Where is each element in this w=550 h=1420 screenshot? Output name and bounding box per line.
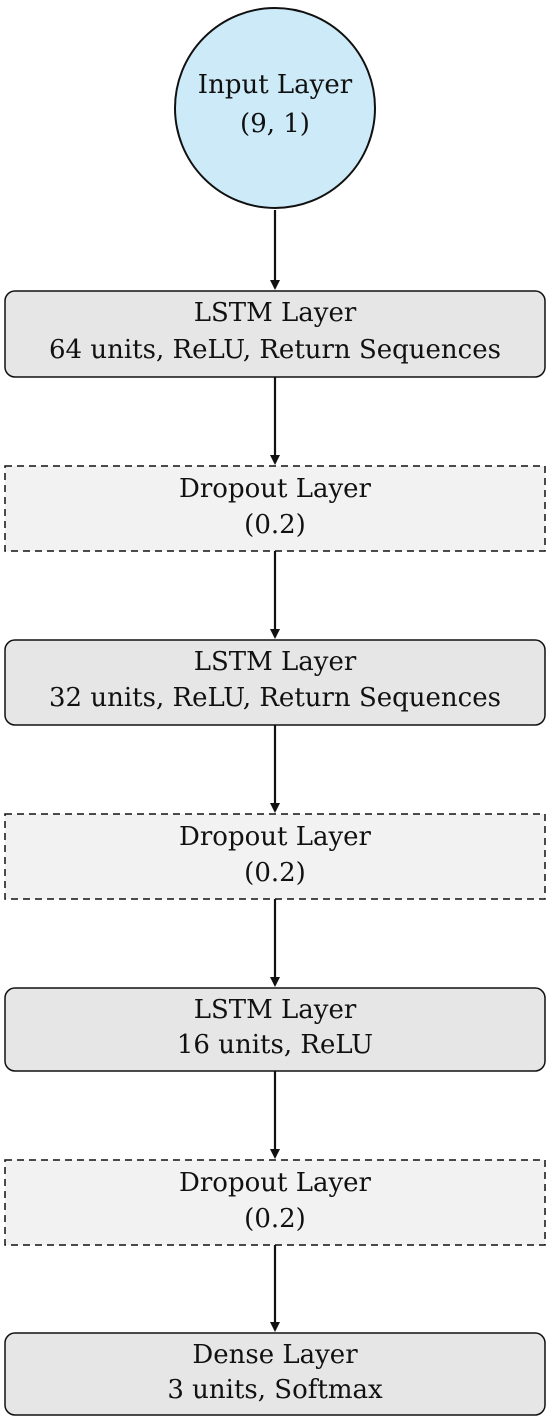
- dense-box: [4, 1332, 546, 1416]
- node-lstm3: LSTM Layer 16 units, ReLU: [4, 987, 546, 1072]
- input-layer-circle: [174, 7, 376, 209]
- dropout2-box: [4, 813, 546, 900]
- input-layer-shape: (9, 1): [240, 109, 310, 139]
- lstm1-details: 64 units, ReLU, Return Sequences: [49, 335, 501, 365]
- lstm3-details: 16 units, ReLU: [177, 1030, 373, 1060]
- lstm2-details: 32 units, ReLU, Return Sequences: [49, 683, 501, 713]
- node-dropout1: Dropout Layer (0.2): [4, 465, 546, 552]
- node-dense: Dense Layer 3 units, Softmax: [4, 1332, 546, 1416]
- node-lstm2: LSTM Layer 32 units, ReLU, Return Sequen…: [4, 639, 546, 726]
- lstm2-box: [4, 639, 546, 726]
- node-dropout3: Dropout Layer (0.2): [4, 1159, 546, 1246]
- lstm3-title: LSTM Layer: [194, 995, 357, 1025]
- lstm2-title: LSTM Layer: [194, 647, 357, 677]
- node-dropout2: Dropout Layer (0.2): [4, 813, 546, 900]
- lstm1-title: LSTM Layer: [194, 298, 357, 328]
- dropout1-title: Dropout Layer: [179, 474, 372, 504]
- dropout2-rate: (0.2): [244, 858, 306, 888]
- input-layer-title: Input Layer: [198, 70, 353, 100]
- lstm3-box: [4, 987, 546, 1072]
- dropout3-title: Dropout Layer: [179, 1168, 372, 1198]
- dropout3-rate: (0.2): [244, 1204, 306, 1234]
- dropout2-title: Dropout Layer: [179, 822, 372, 852]
- dense-details: 3 units, Softmax: [167, 1375, 383, 1405]
- dropout1-rate: (0.2): [244, 510, 306, 540]
- dropout3-box: [4, 1159, 546, 1246]
- dropout1-box: [4, 465, 546, 552]
- lstm1-box: [4, 290, 546, 378]
- dense-title: Dense Layer: [192, 1340, 358, 1370]
- node-lstm1: LSTM Layer 64 units, ReLU, Return Sequen…: [4, 290, 546, 378]
- node-input: Input Layer (9, 1): [174, 7, 376, 209]
